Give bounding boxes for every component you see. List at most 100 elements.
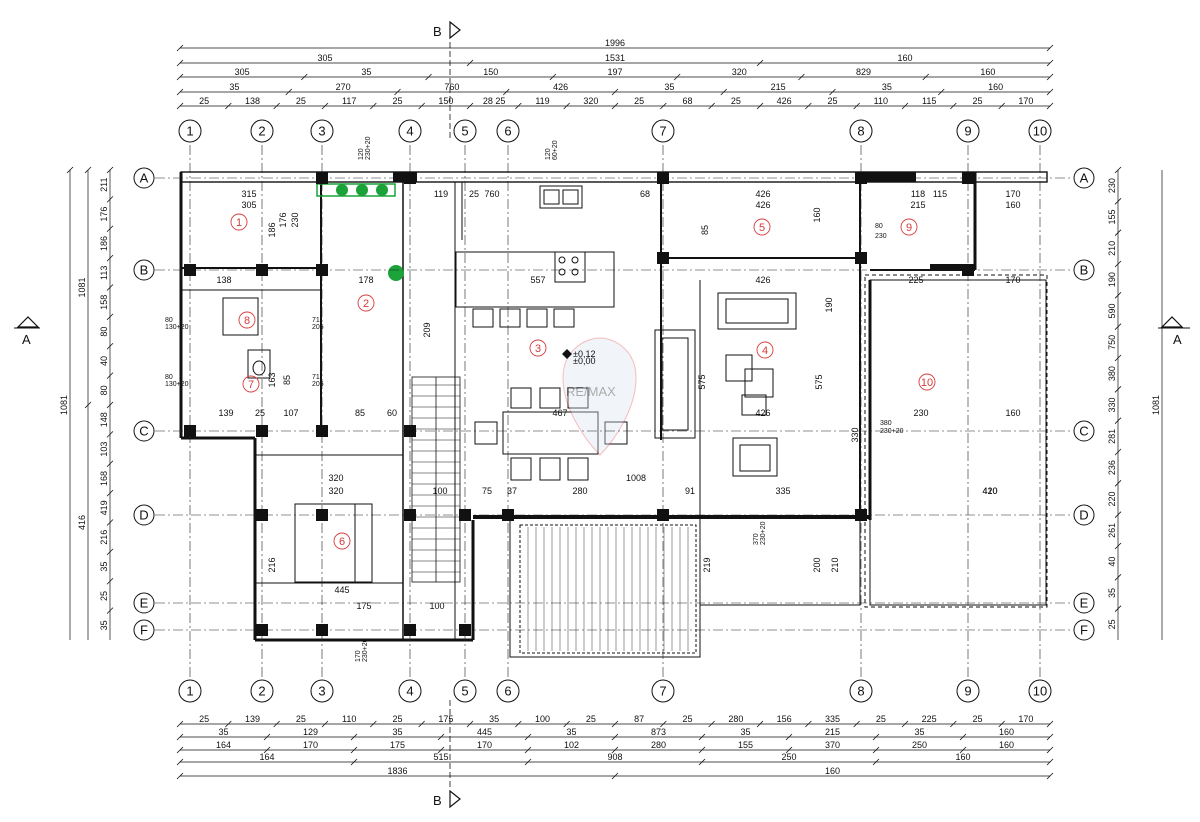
grid-bubble-row: [133, 167, 155, 189]
dim-value: 110: [874, 96, 888, 106]
dim-tick: [698, 733, 706, 741]
dim-value: 110: [342, 714, 356, 724]
grid-label-row: B: [140, 263, 149, 278]
dim-tick: [321, 720, 329, 728]
dim-tick: [515, 102, 522, 110]
dim-tick: [84, 401, 92, 409]
interior-dim-vertical: 176: [278, 212, 288, 227]
dim-value: 28 25: [483, 96, 506, 106]
grid-bubble-row: [133, 592, 155, 614]
interior-dim-vertical: 190: [824, 297, 834, 312]
interior-dim: 320: [328, 486, 343, 496]
interior-dim: 170: [1005, 189, 1020, 199]
dim-value: 230: [1107, 178, 1117, 193]
grid-bubble-row: [133, 619, 155, 641]
dim-value: 25: [1107, 619, 1117, 629]
dim-value: 25: [199, 714, 209, 724]
grid-bubble-col: [496, 679, 520, 703]
grid-label-col: 6: [504, 684, 511, 699]
dim-tick: [321, 102, 329, 110]
grid-bubble-col: [178, 119, 202, 143]
dim-value: 35: [99, 562, 109, 572]
dim-value: 25: [296, 96, 306, 106]
column-square: [657, 509, 669, 521]
dim-tick: [805, 720, 812, 728]
grid-bubble-row: [1073, 420, 1095, 442]
dim-value: 1531: [605, 53, 625, 63]
column-square: [316, 509, 328, 521]
dim-tick: [708, 720, 715, 728]
dim-value: 210: [1107, 241, 1117, 256]
grid-bubble-col: [1028, 119, 1052, 143]
room-marker: [756, 341, 774, 359]
grid-label-col: 3: [318, 124, 325, 139]
dim-tick: [805, 102, 812, 110]
dim-value: 281: [1107, 429, 1117, 444]
grid-bubble-col: [178, 679, 202, 703]
dim-tick: [901, 102, 909, 110]
interior-dim-vertical: 186: [267, 222, 277, 237]
dim-tick: [176, 733, 184, 741]
dim-tick: [285, 88, 293, 96]
dim-tick: [466, 720, 474, 728]
interior-dim: 225: [908, 275, 923, 285]
dim-value: 35: [882, 82, 892, 92]
dim-tick: [1046, 88, 1054, 96]
dim-tick: [1114, 260, 1122, 268]
room-number: 10: [921, 377, 933, 389]
dim-value: 280: [651, 740, 666, 750]
dim-tick: [106, 548, 114, 556]
interior-dim-vertical: 85: [282, 375, 292, 385]
dim-tick: [515, 720, 522, 728]
section-marker-top: B: [433, 20, 461, 140]
interior-dim: 68: [640, 189, 650, 199]
opening-size-label: 80: [165, 374, 173, 381]
interior-dim-vertical: 230: [290, 212, 300, 227]
interior-dim: 25: [469, 189, 479, 199]
dim-tick: [1114, 292, 1122, 299]
interior-dim: 426: [755, 200, 770, 210]
dim-tick: [66, 166, 74, 174]
dim-value: 150: [438, 96, 453, 106]
dim-tick: [698, 758, 706, 766]
dim-value: 197: [607, 67, 622, 77]
grid-bubble-col: [849, 119, 873, 143]
dim-tick: [106, 401, 114, 409]
dim-value: 160: [897, 53, 912, 63]
grid-label-col: 4: [406, 684, 413, 699]
section-marker-right: A: [1158, 316, 1190, 347]
room-number: 6: [339, 536, 345, 548]
dim-value: 590: [1107, 303, 1117, 318]
dim-value: 164: [259, 752, 274, 762]
grid-label-col: 2: [258, 124, 265, 139]
dim-value: 190: [1107, 272, 1117, 287]
elevation-upper: ±0,12: [573, 349, 595, 359]
bed: [294, 503, 373, 583]
interior-dim: 305: [241, 200, 256, 210]
dim-value: 160: [955, 752, 970, 762]
opening-size-label: 170: [355, 650, 362, 662]
dim-tick: [1114, 229, 1122, 236]
grid-bubble-col: [310, 679, 334, 703]
dim-value: 220: [1107, 491, 1117, 506]
interior-dim: 25: [255, 408, 265, 418]
dim-value: 168: [99, 471, 109, 486]
grid-label-col: 10: [1033, 124, 1047, 139]
grid-bubble-col: [849, 679, 873, 703]
interior-dim: 1008: [626, 473, 646, 483]
interior-dim-vertical: 160: [812, 207, 822, 222]
interior-dim: 335: [775, 486, 790, 496]
dim-value: 155: [1107, 209, 1117, 224]
dim-value: 175: [390, 740, 405, 750]
dim-tick: [998, 720, 1005, 728]
dim-tick: [756, 102, 764, 110]
dim-tick: [106, 342, 114, 350]
grid-label-col: 2: [258, 684, 265, 699]
opening-size-label: 370: [753, 533, 760, 545]
deck-planks: [527, 527, 689, 651]
column-square: [502, 509, 514, 521]
dim-tick: [106, 372, 114, 379]
grid-bubble-col: [250, 119, 274, 143]
room-number: 1: [236, 217, 242, 229]
